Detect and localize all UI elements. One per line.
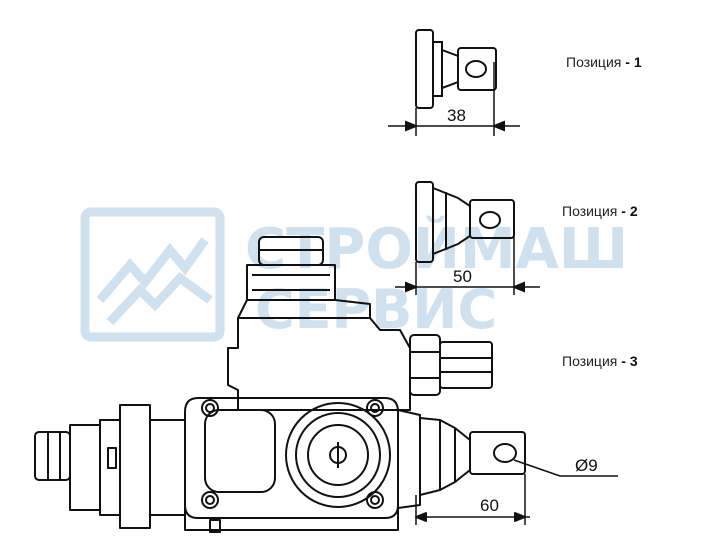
watermark-logo-icon [80,207,225,342]
position-1-dimension: 38 [447,106,466,125]
position-3-number: 3 [629,353,638,369]
watermark: СТРОЙМАШ СЕРВИС [80,207,628,342]
position-3-label: Позиция - 3 [562,353,638,369]
position-2-label-text: Позиция [562,203,618,219]
position-2-label: Позиция - 2 [562,203,638,219]
position-2-dash: - [621,203,626,219]
position-3-label-text: Позиция [562,353,618,369]
position-1-label: Позиция - 1 [566,54,642,70]
position-1-dash: - [625,54,630,70]
position-2-number: 2 [629,203,638,219]
position-2-dimension: 50 [453,267,472,286]
position-2-detail [395,181,540,295]
position-1-label-text: Позиция [566,54,622,70]
watermark-line2: СЕРВИС [255,278,497,341]
valve-body [34,236,618,533]
position-3-dash: - [621,353,626,369]
hole-diameter-label: Ø9 [575,456,598,475]
position-1-detail [388,29,520,136]
position-3-dimension: 60 [480,496,499,515]
position-1-number: 1 [633,54,642,70]
